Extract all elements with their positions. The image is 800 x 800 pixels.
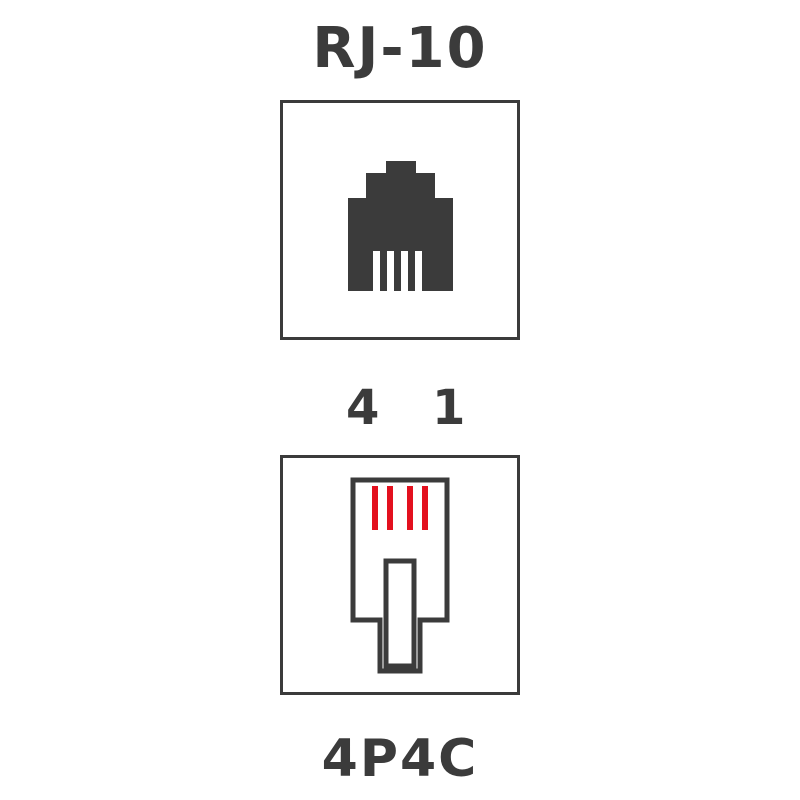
socket-panel xyxy=(280,100,520,340)
socket-contact-slot xyxy=(401,251,408,291)
socket-body xyxy=(348,161,453,291)
plug-contact xyxy=(387,486,393,530)
plug-contact xyxy=(372,486,378,530)
rj10-plug-icon xyxy=(350,477,450,674)
pin-label-left: 4 xyxy=(346,380,380,436)
pin-label-right: 1 xyxy=(432,380,466,436)
plug-contact xyxy=(407,486,413,530)
connector-type: 4P4C xyxy=(321,729,479,789)
connector-name: RJ-10 xyxy=(312,16,488,81)
socket-contact-slot xyxy=(373,251,380,291)
socket-contact-slot xyxy=(387,251,394,291)
plug-latch xyxy=(383,558,417,669)
plug-outline xyxy=(350,477,450,674)
rj10-socket-icon xyxy=(348,161,453,291)
plug-contact xyxy=(422,486,428,530)
socket-contact-slot xyxy=(415,251,422,291)
plug-panel xyxy=(280,455,520,695)
